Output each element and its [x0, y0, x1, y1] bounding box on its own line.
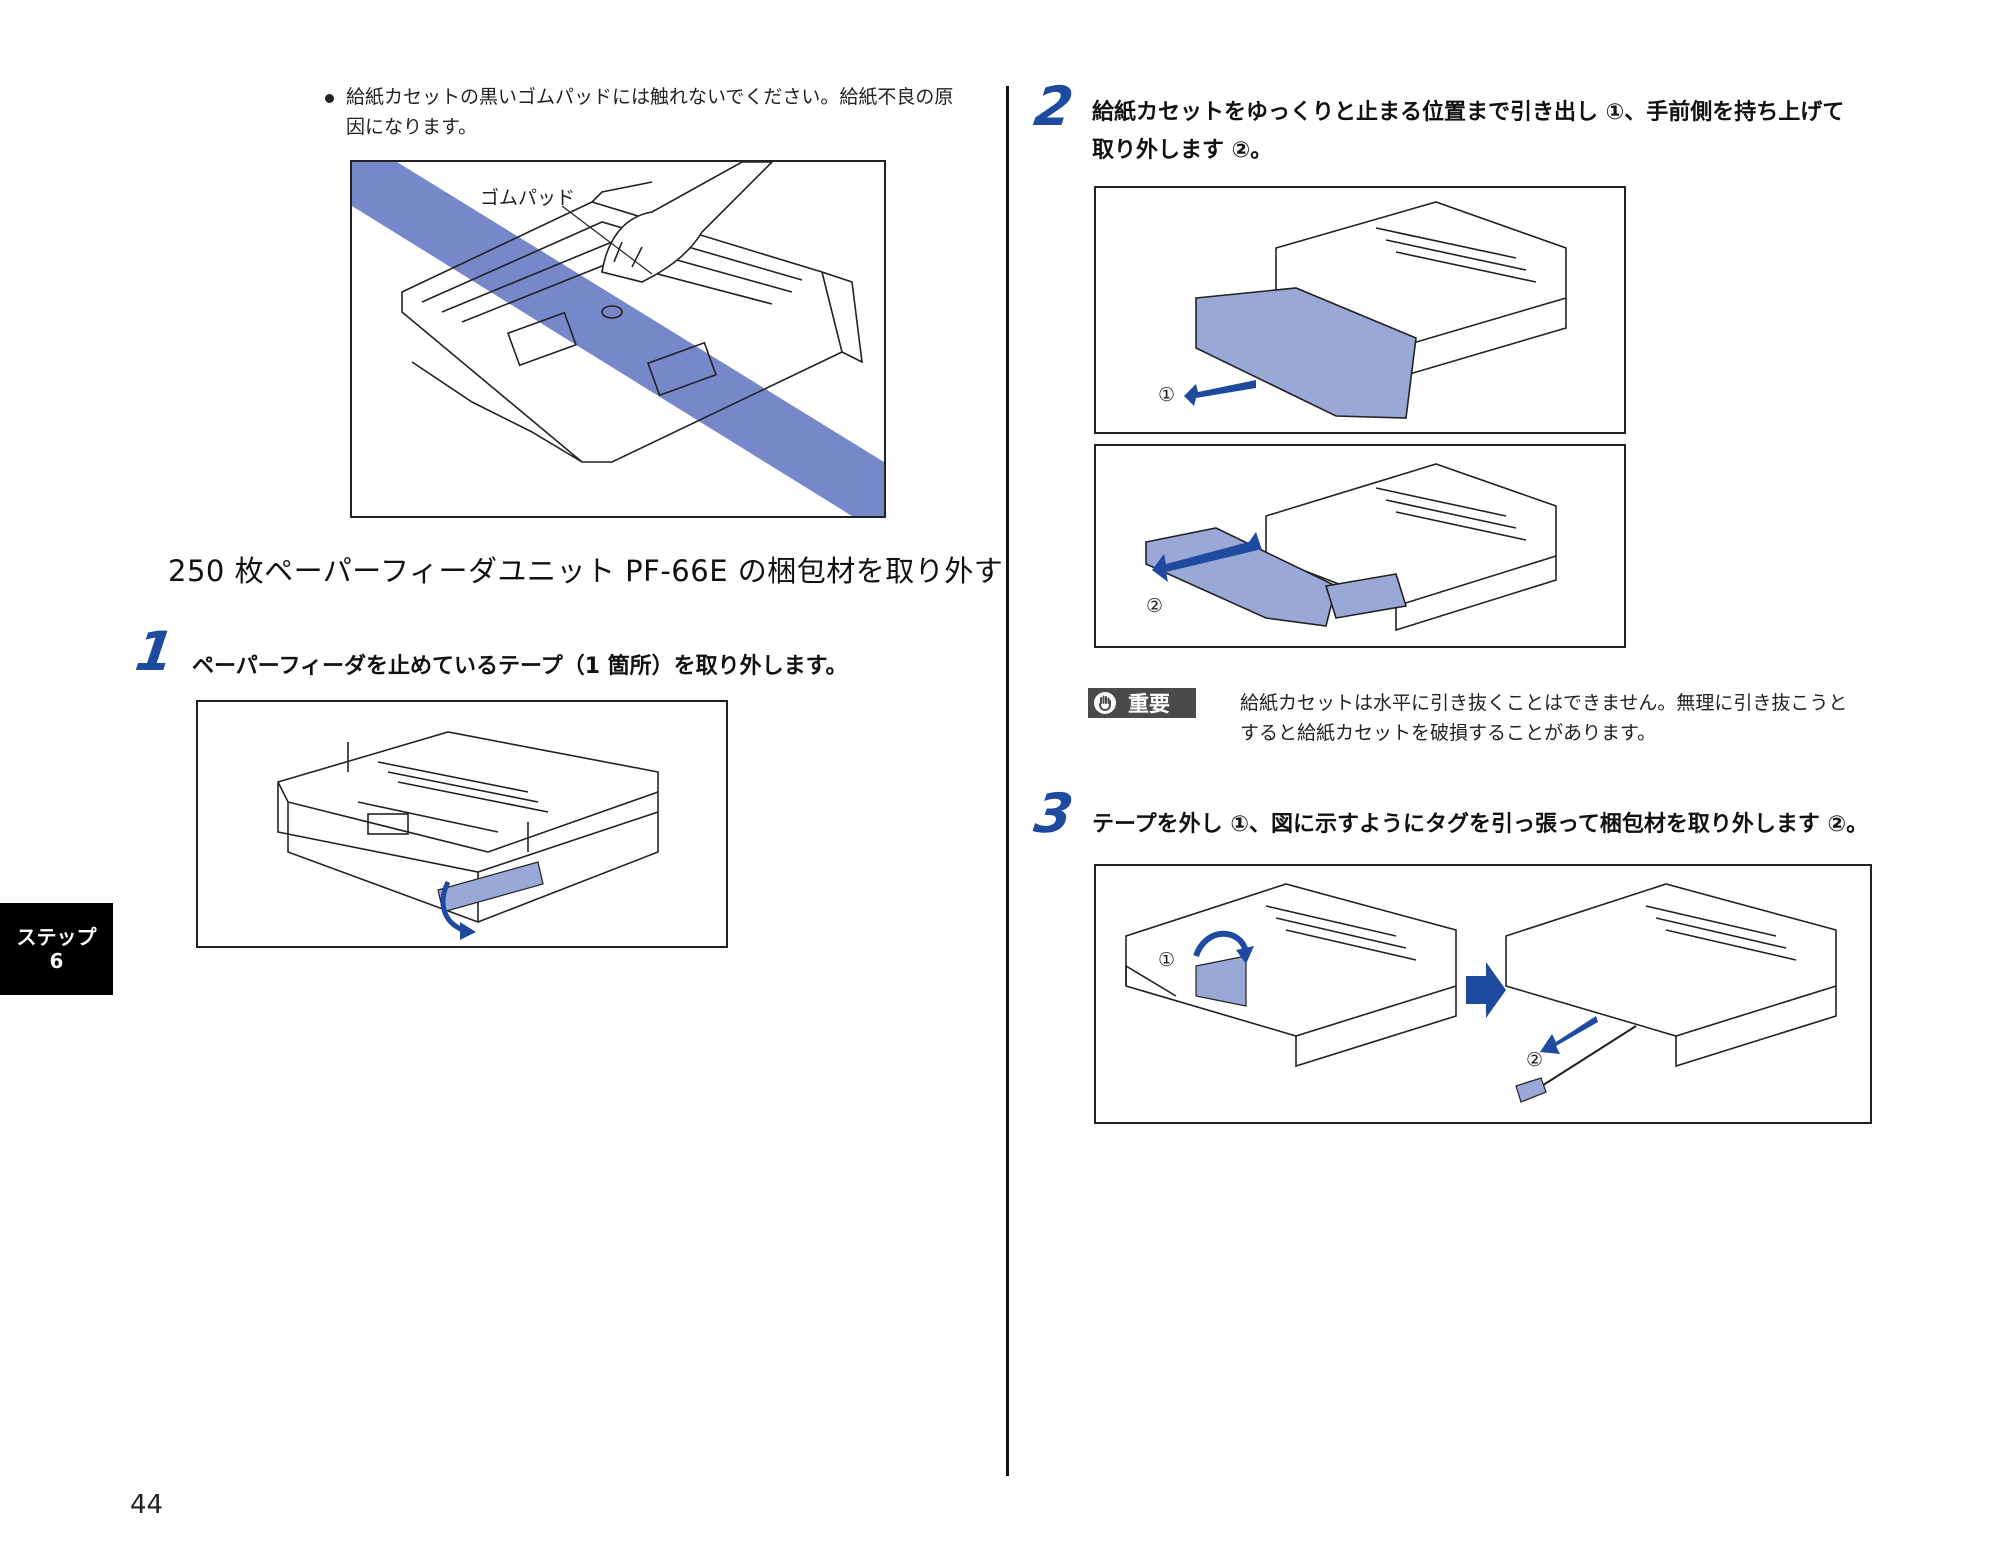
figure-rubber-pad: ゴムパッド [350, 160, 886, 518]
fig-3-marker-1: ① [1158, 949, 1175, 971]
bullet-dot [325, 94, 334, 103]
cassette-pull-illustration: ① [1158, 201, 1567, 419]
fig-2b-marker: ② [1146, 595, 1163, 617]
side-tab-line-2: 6 [49, 949, 64, 973]
step-2-text: 給紙カセットをゆっくりと止まる位置まで引き出し ①、手前側を持ち上げて 取り外し… [1092, 94, 1972, 170]
figure-step-2a: ① [1094, 186, 1626, 434]
next-arrow-icon [1466, 962, 1506, 1018]
fig-2a-marker: ① [1158, 384, 1175, 406]
cassette-part [1145, 527, 1337, 627]
important-label: 重要 [1128, 692, 1170, 716]
step-side-tab: ステップ 6 [0, 903, 113, 995]
step-2-number: 2 [1030, 75, 1078, 138]
rubber-pad-illustration: ゴムパッド [352, 162, 884, 516]
section-heading: 250 枚ペーパーフィーダユニット PF-66E の梱包材を取り外す [168, 554, 1004, 588]
note-text: 給紙カセットの黒いゴムパッドには触れないでください。給紙不良の原 因になります。 [346, 82, 996, 142]
note-line-1: 給紙カセットの黒いゴムパッドには触れないでください。給紙不良の原 [346, 86, 954, 108]
important-line-2: すると給紙カセットを破損することがあります。 [1240, 722, 1657, 744]
important-text: 給紙カセットは水平に引き抜くことはできません。無理に引き抜こうと すると給紙カセ… [1240, 688, 1980, 748]
step-2-line-2: 取り外します ②。 [1092, 138, 1273, 163]
step-3-number: 3 [1030, 782, 1078, 845]
rubber-pad-label: ゴムパッド [480, 187, 575, 209]
fig-3-marker-2: ② [1526, 1049, 1543, 1071]
cassette-part [1195, 287, 1417, 419]
feeder-tape-illustration [277, 731, 659, 940]
step-2-line-1: 給紙カセットをゆっくりと止まる位置まで引き出し ①、手前側を持ち上げて [1092, 100, 1845, 125]
figure-step-1 [196, 700, 728, 948]
page-number: 44 [130, 1490, 164, 1520]
note-line-2: 因になります。 [346, 116, 478, 138]
cassette-lift-illustration: ② [1145, 463, 1557, 632]
warning-band [352, 162, 884, 516]
important-line-1: 給紙カセットは水平に引き抜くことはできません。無理に引き抜こうと [1240, 692, 1848, 714]
figure-step-2b: ② [1094, 444, 1626, 648]
step-1-number: 1 [131, 620, 179, 683]
step-1-text: ペーパーフィーダを止めているテープ（1 箇所）を取り外します。 [192, 654, 848, 679]
hand-stop-icon [1094, 692, 1116, 714]
tape-tag-illustration: ① ② [1125, 883, 1837, 1103]
important-badge: 重要 [1088, 688, 1196, 718]
tape-piece [437, 861, 544, 913]
side-tab-line-1: ステップ [16, 925, 97, 949]
column-divider [1006, 86, 1009, 1476]
figure-step-3: ① ② [1094, 864, 1872, 1124]
step-3-text: テープを外し ①、図に示すようにタグを引っ張って梱包材を取り外します ②。 [1092, 812, 1869, 837]
